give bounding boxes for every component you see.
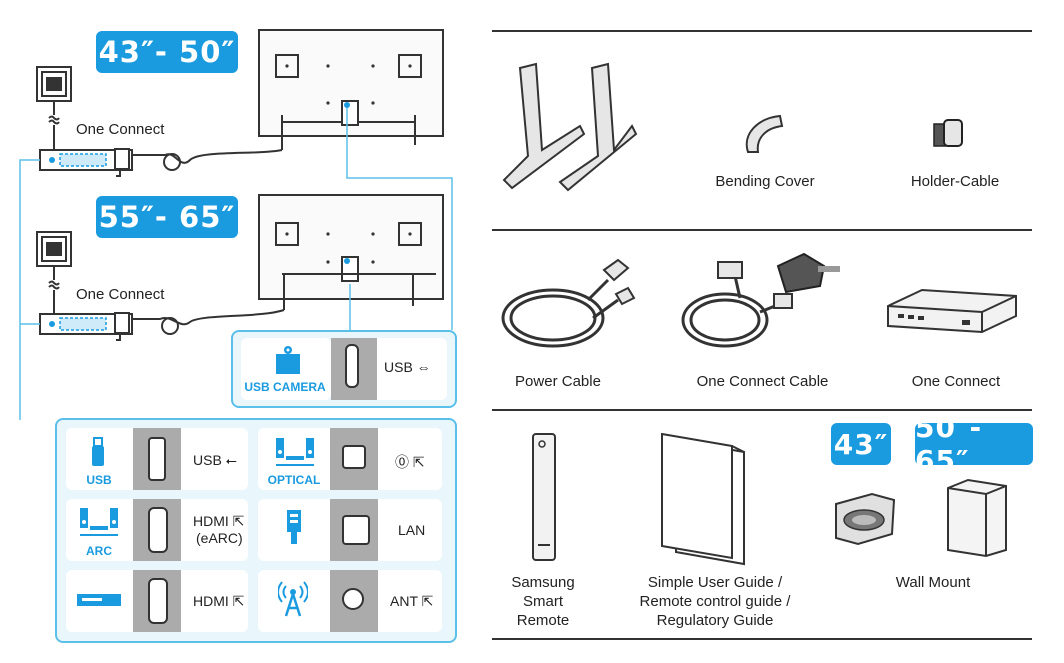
one-connect-cable-label: One Connect Cable bbox=[696, 373, 829, 390]
hdmi-earc-label: HDMI ⇱ bbox=[193, 513, 245, 529]
wall-mount-bag-illustration bbox=[835, 492, 896, 546]
divider-1 bbox=[492, 229, 1032, 231]
mount-size-tag-43: 43″ bbox=[831, 423, 891, 465]
wall-mount-box-illustration bbox=[947, 478, 1007, 558]
one-connect-label: One Connect bbox=[911, 373, 1001, 390]
stand-legs-illustration bbox=[502, 62, 638, 192]
remote-label-line2: Smart bbox=[522, 593, 563, 610]
one-connect-label-top: One Connect bbox=[76, 121, 165, 138]
usb-camera-port-label: USB ⇔ bbox=[384, 359, 431, 375]
one-connect-box-bottom bbox=[39, 312, 133, 335]
remote-label-line3: Remote bbox=[516, 612, 570, 629]
size-tag-55-65: 55″- 65″ bbox=[96, 196, 238, 238]
hdmi-label: HDMI ⇱ bbox=[193, 593, 245, 609]
usb-camera-label-cell bbox=[377, 338, 447, 400]
ant-port bbox=[342, 588, 364, 610]
remote-label-line1: Samsung bbox=[511, 574, 575, 591]
divider-2 bbox=[492, 409, 1032, 411]
one-connect-cable-illustration bbox=[681, 252, 840, 348]
wall-socket-top bbox=[36, 66, 72, 102]
tv-back-bottom bbox=[258, 194, 444, 310]
usb-camera-port bbox=[345, 344, 359, 388]
power-cable-illustration bbox=[501, 258, 636, 348]
optical-port bbox=[342, 445, 366, 469]
arc-speakers-icon bbox=[80, 508, 118, 536]
hdmi-port bbox=[148, 578, 168, 624]
wall-socket-bottom bbox=[36, 231, 72, 267]
ant-label: ANT ⇱ bbox=[390, 593, 434, 609]
mount-size-tag-50-65: 50″- 65″ bbox=[915, 411, 1033, 477]
usb-caption: USB bbox=[86, 473, 112, 487]
bending-cover-label: Bending Cover bbox=[715, 173, 815, 190]
holder-cable-label: Holder-Cable bbox=[910, 173, 1000, 190]
antenna-icon bbox=[278, 581, 308, 617]
usb-camera-caption: USB CAMERA bbox=[244, 380, 326, 394]
hdmi-earc-port bbox=[148, 507, 168, 553]
network-plug-icon bbox=[287, 510, 301, 544]
one-connect-box-top bbox=[39, 148, 133, 171]
usb-camera-icon bbox=[276, 346, 300, 374]
set-top-box-icon bbox=[77, 594, 121, 606]
holder-cable-illustration bbox=[933, 119, 963, 147]
usb-port bbox=[148, 437, 166, 481]
power-cable-label: Power Cable bbox=[515, 373, 601, 390]
connection-diagram bbox=[19, 29, 453, 420]
size-tag-43-50: 43″- 50″ bbox=[96, 31, 238, 73]
optical-caption: OPTICAL bbox=[267, 473, 321, 487]
lan-label: LAN bbox=[398, 522, 426, 538]
bending-cover-illustration bbox=[745, 114, 784, 153]
lan-port bbox=[342, 515, 370, 545]
usb-stick-icon bbox=[92, 437, 104, 466]
guide-label-line3: Regulatory Guide bbox=[656, 612, 774, 629]
hdmi-earc-sublabel: (eARC) bbox=[196, 530, 243, 546]
one-connect-label-bottom: One Connect bbox=[76, 286, 165, 303]
remote-illustration bbox=[532, 433, 556, 561]
divider-top bbox=[492, 30, 1032, 32]
guide-label-line1: Simple User Guide / bbox=[647, 574, 783, 591]
wall-mount-label: Wall Mount bbox=[895, 574, 971, 591]
guide-label-line2: Remote control guide / bbox=[639, 593, 791, 610]
usb-port-label: USB ⭠ bbox=[193, 452, 237, 468]
one-connect-box-illustration bbox=[887, 288, 1017, 334]
optical-port-label: ⓪ ⇱ bbox=[395, 454, 425, 470]
tv-back-top bbox=[258, 29, 444, 150]
guides-illustration bbox=[661, 432, 745, 566]
arc-caption: ARC bbox=[86, 544, 112, 558]
speakers-icon bbox=[276, 438, 314, 466]
divider-bottom bbox=[492, 638, 1032, 640]
